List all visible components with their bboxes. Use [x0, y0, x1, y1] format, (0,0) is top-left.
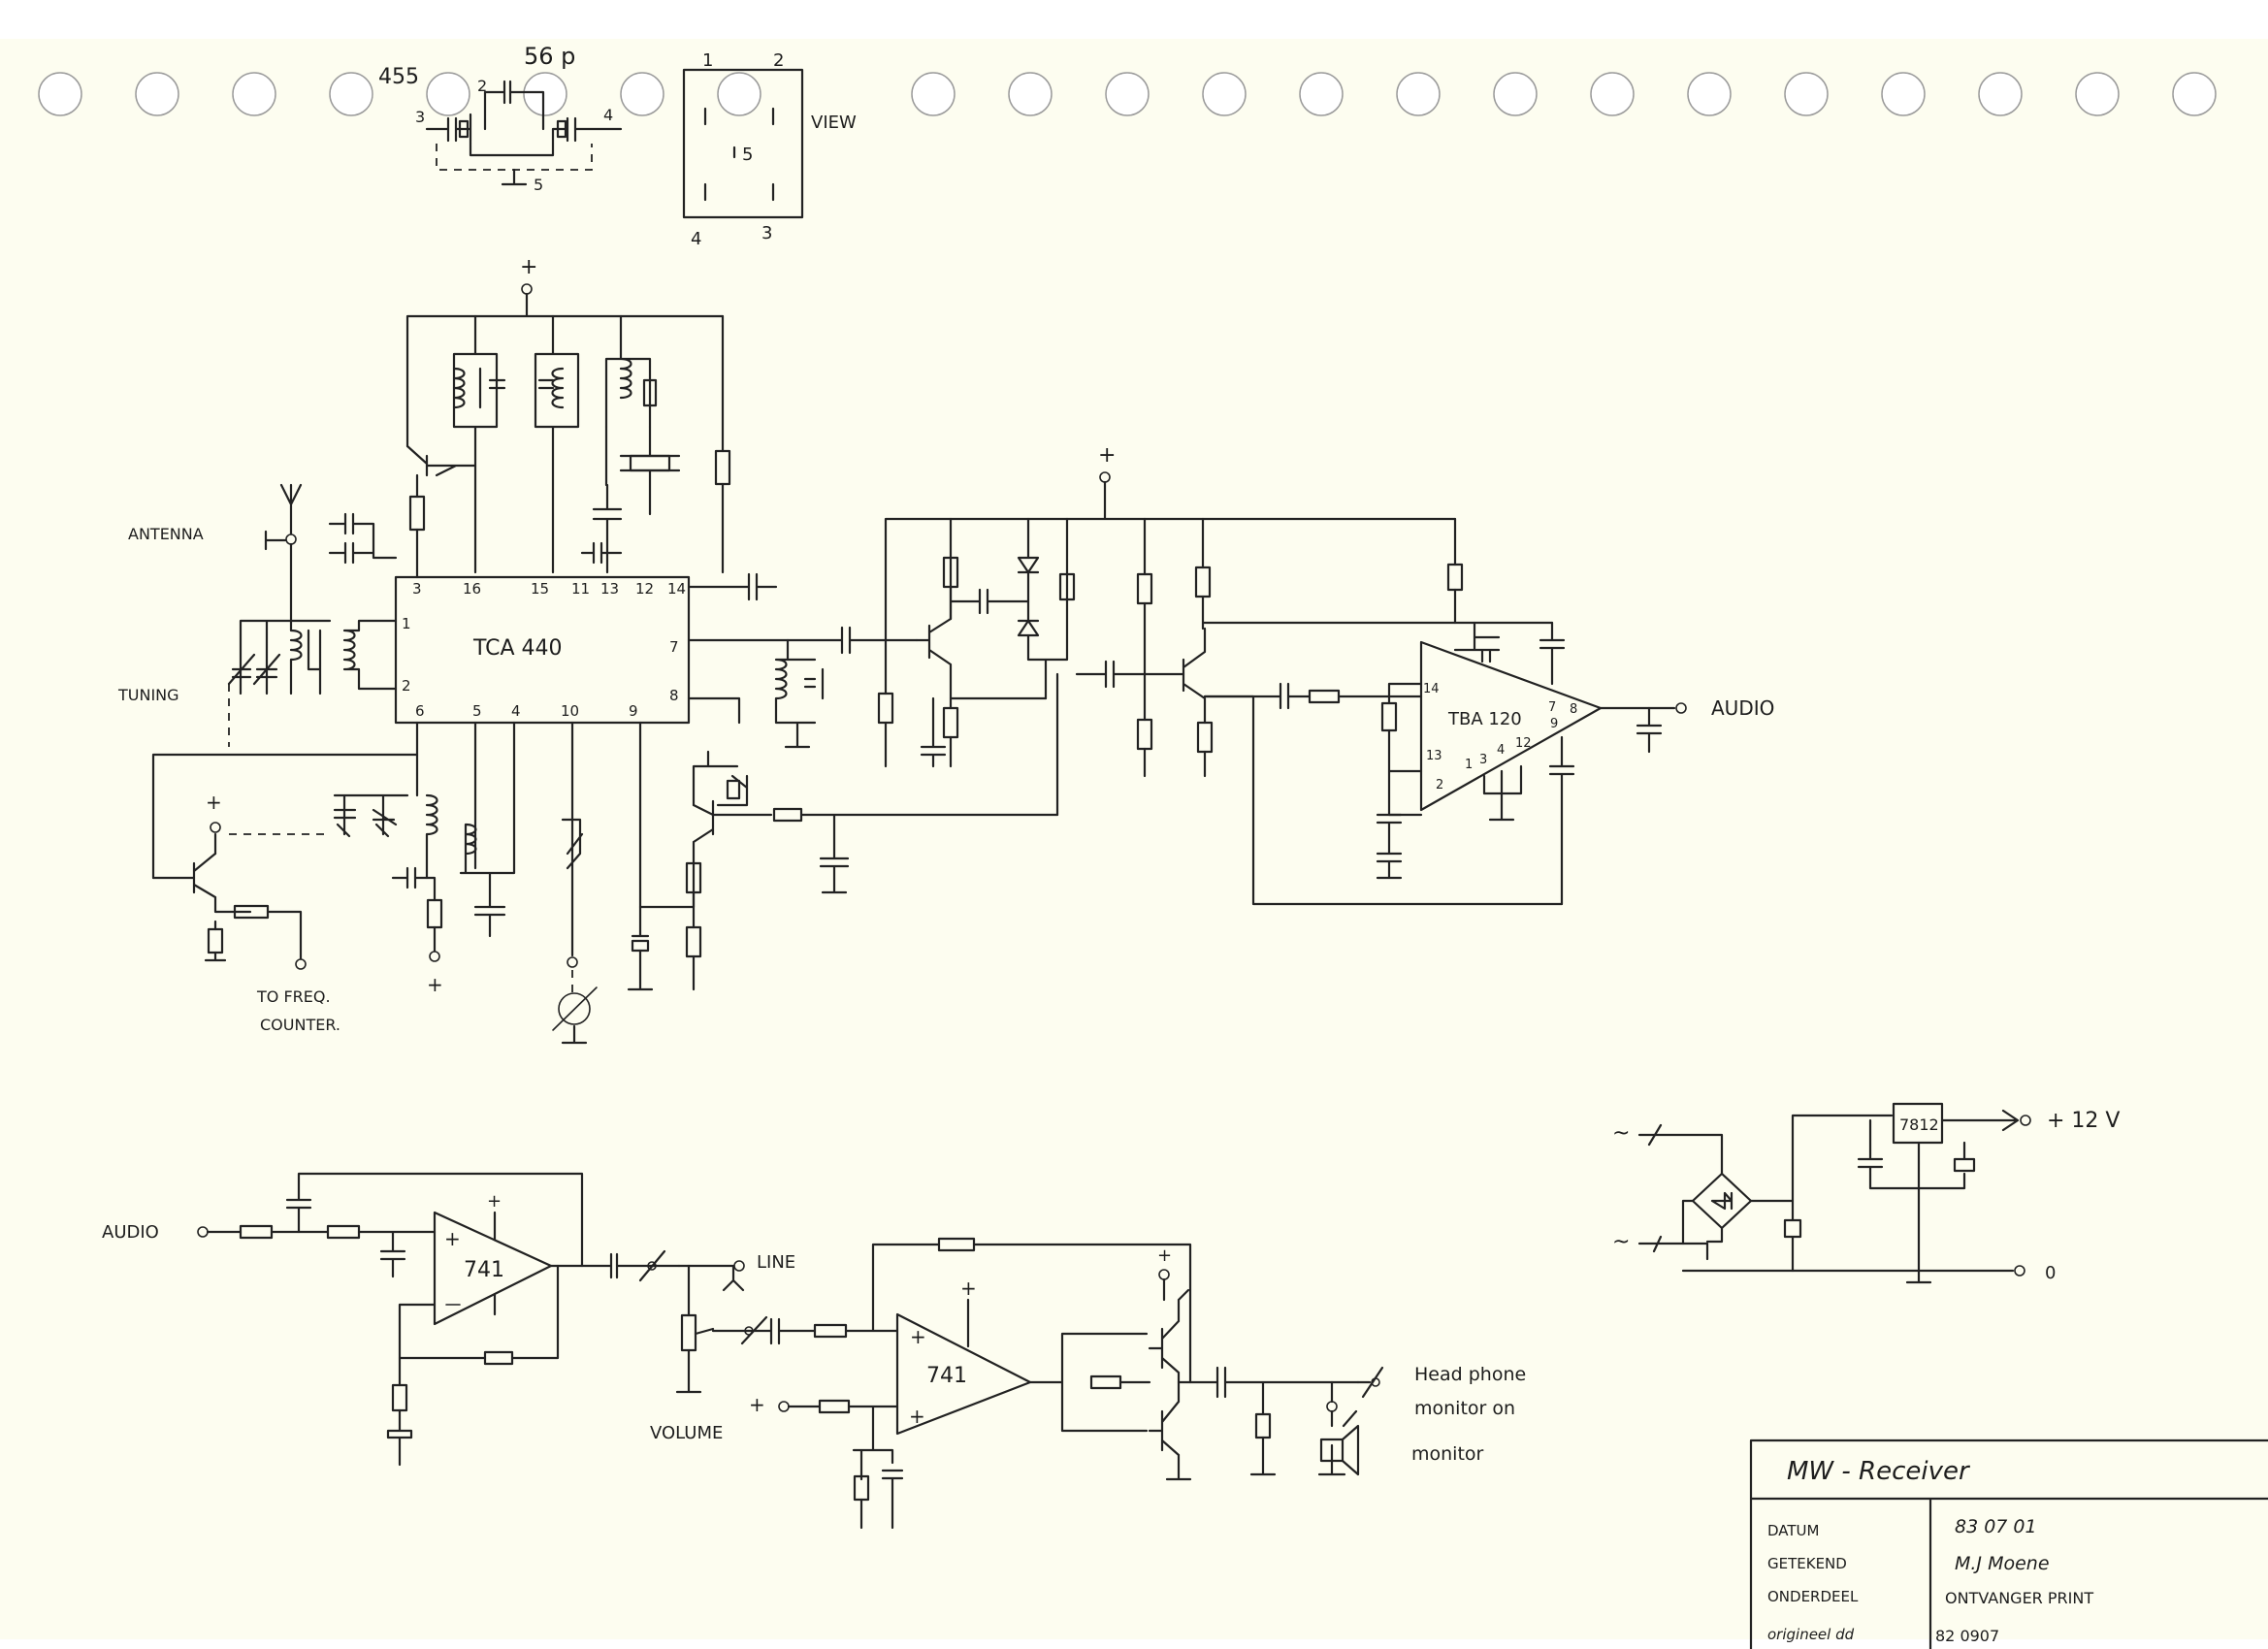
audio-in-label: AUDIO: [102, 1222, 159, 1243]
svg-text:2: 2: [773, 50, 784, 71]
tba120-section: TBA 120 14 13 2 1 3 4 12 9 7 8 AUDIO: [1203, 517, 1774, 906]
headphone-amp: 741 + + + + + Head phone monitor on moni…: [711, 1237, 1526, 1530]
counter-label: COUNTER.: [260, 1016, 340, 1034]
paper: [0, 39, 2268, 1639]
svg-text:10: 10: [561, 702, 579, 720]
if-amplifier: +: [687, 443, 1564, 906]
svg-text:3: 3: [761, 223, 772, 243]
ac-symbol-1: ~: [1612, 1121, 1630, 1146]
volume-label: VOLUME: [650, 1423, 723, 1443]
svg-text:+: +: [909, 1405, 925, 1428]
svg-text:+: +: [1098, 443, 1116, 468]
svg-text:DATUM: DATUM: [1767, 1522, 1819, 1539]
headphone-label-2: monitor on: [1414, 1398, 1515, 1419]
filter-cap-label: 56 p: [524, 43, 575, 70]
svg-text:~: ~: [1612, 1230, 1630, 1254]
svg-text:7: 7: [669, 638, 679, 656]
svg-text:1: 1: [1465, 758, 1473, 772]
svg-text:4: 4: [1497, 743, 1505, 758]
svg-text:GETEKEND: GETEKEND: [1767, 1555, 1847, 1572]
ground-label: 0: [2045, 1263, 2056, 1283]
svg-text:12: 12: [1515, 736, 1532, 751]
svg-text:+: +: [444, 1227, 461, 1250]
svg-text:13: 13: [600, 580, 619, 598]
svg-text:8: 8: [1570, 702, 1577, 717]
opamp2-label: 741: [926, 1364, 967, 1388]
svg-text:12: 12: [635, 580, 654, 598]
svg-text:+: +: [206, 791, 222, 814]
svg-text:2: 2: [402, 677, 411, 695]
svg-text:+: +: [520, 255, 537, 279]
pinout-view: 1 2 5 4 3 VIEW: [682, 50, 857, 249]
svg-text:16: 16: [463, 580, 481, 598]
svg-text:14: 14: [667, 580, 686, 598]
opamp1: [433, 1211, 553, 1326]
svg-text:9: 9: [629, 702, 638, 720]
svg-text:82 0907: 82 0907: [1935, 1627, 1999, 1645]
svg-text:4: 4: [511, 702, 521, 720]
svg-text:1: 1: [702, 50, 713, 71]
svg-text:+: +: [427, 973, 443, 996]
audio-preamp: AUDIO 741 + + LINE VOLUME: [102, 1172, 795, 1467]
svg-text:14: 14: [1423, 682, 1440, 696]
svg-text:+: +: [1157, 1245, 1172, 1266]
svg-text:+: +: [487, 1191, 502, 1212]
antenna-label: ANTENNA: [128, 525, 204, 543]
drawing-title: MW - Receiver: [1787, 1457, 1971, 1486]
svg-text:3: 3: [1479, 753, 1487, 767]
tba120-chip: [1419, 640, 1603, 812]
svg-text:8: 8: [669, 687, 679, 704]
crystal-filter: 455 56 p 2 3 4 5: [378, 43, 623, 194]
svg-text:2: 2: [1436, 778, 1443, 792]
supply-out-label: + 12 V: [2047, 1109, 2120, 1133]
svg-text:M.J Moene: M.J Moene: [1955, 1553, 2050, 1574]
svg-text:5: 5: [742, 145, 753, 165]
line-label: LINE: [757, 1252, 795, 1273]
svg-text:9: 9: [1550, 717, 1558, 731]
opamp1-label: 741: [464, 1258, 504, 1282]
svg-text:+: +: [960, 1277, 977, 1300]
svg-text:3: 3: [412, 580, 422, 598]
svg-text:6: 6: [415, 702, 425, 720]
to-freq-label: TO FREQ.: [256, 987, 331, 1006]
regulator-label: 7812: [1899, 1116, 1939, 1134]
title-block: MW - Receiver DATUM 83 07 01 GETEKEND M.…: [1749, 1439, 2268, 1649]
power-supply: ~ ~ 7812 + 12 V 0: [1612, 1102, 2120, 1284]
svg-text:3: 3: [415, 108, 425, 126]
svg-text:15: 15: [531, 580, 549, 598]
svg-text:5: 5: [472, 702, 482, 720]
svg-text:5: 5: [534, 176, 543, 194]
headphone-label-1: Head phone: [1414, 1364, 1526, 1385]
svg-text:83 07 01: 83 07 01: [1955, 1516, 2037, 1537]
svg-text:2: 2: [477, 77, 487, 95]
svg-text:ONTVANGER PRINT: ONTVANGER PRINT: [1945, 1589, 2093, 1607]
svg-text:11: 11: [571, 580, 590, 598]
binder-holes: [38, 72, 2217, 116]
headphone-label-3: monitor: [1411, 1443, 1484, 1465]
svg-text:+: +: [910, 1325, 926, 1348]
filter-label: 455: [378, 65, 419, 89]
tca440-chip: [394, 575, 691, 725]
tca440-label: TCA 440: [472, 636, 563, 661]
tuning-label: TUNING: [117, 686, 179, 704]
svg-text:1: 1: [402, 615, 411, 632]
tba120-label: TBA 120: [1447, 709, 1522, 729]
opamp2: [895, 1312, 1032, 1436]
view-label: VIEW: [811, 113, 857, 133]
svg-text:ONDERDEEL: ONDERDEEL: [1767, 1588, 1859, 1605]
svg-text:4: 4: [691, 229, 701, 249]
svg-text:+: +: [749, 1393, 765, 1416]
audio-out-label: AUDIO: [1711, 696, 1774, 720]
svg-text:4: 4: [603, 106, 613, 124]
svg-text:13: 13: [1426, 749, 1442, 763]
svg-text:7: 7: [1548, 700, 1556, 715]
tca440-section: + TCA 440 3 16 15 11 13 12 14 1: [117, 255, 1059, 1045]
svg-text:origineel dd: origineel dd: [1767, 1626, 1855, 1643]
